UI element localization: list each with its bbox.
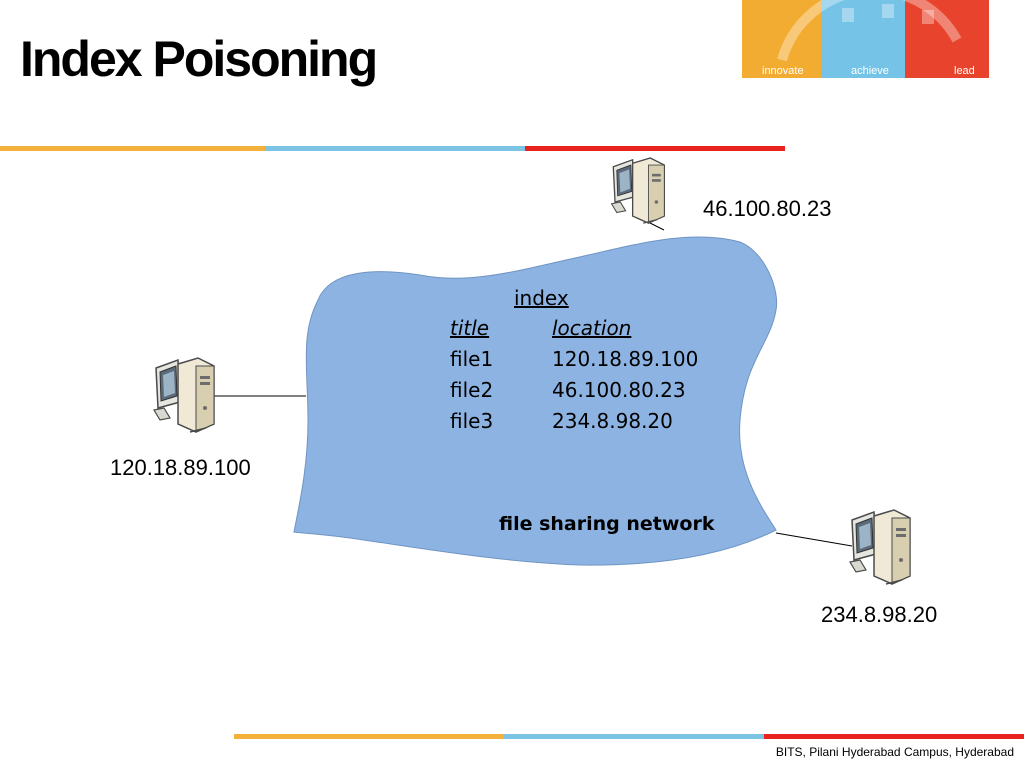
logo-panel-blue (821, 0, 905, 78)
file-sharing-network-cloud (293, 236, 778, 566)
ip-label-bottom-right-host: 234.8.98.20 (821, 602, 938, 627)
index-row-title: file2 (450, 378, 494, 402)
index-row-location: 46.100.80.23 (552, 378, 686, 402)
slide-title: Index Poisoning (20, 31, 378, 87)
ip-label-left-host: 120.18.89.100 (110, 455, 251, 480)
index-row-title: file1 (450, 347, 494, 371)
header-rule-orange (0, 146, 265, 151)
logo-panel-orange (742, 0, 821, 78)
index-heading: index (514, 286, 569, 310)
computer-icon-top (610, 157, 665, 224)
innovate-achieve-lead-logo: innovate achieve lead (742, 0, 989, 78)
computer-icon-bottom-right (849, 509, 911, 585)
footer-rule-red (764, 734, 1024, 739)
footer-rule-orange (234, 734, 504, 739)
header-rule-red (525, 146, 785, 151)
logo-word-innovate: innovate (762, 65, 804, 77)
logo-panel-red (905, 0, 989, 78)
ip-label-top-host: 46.100.80.23 (703, 196, 832, 221)
logo-word-lead: lead (954, 65, 975, 77)
link-right-host (775, 532, 853, 547)
gear-icon (777, 0, 962, 62)
gear-teeth (842, 4, 934, 24)
index-column-title: title (450, 316, 490, 340)
index-column-location: location (552, 316, 632, 340)
index-row-title: file3 (450, 409, 494, 433)
footer-rule-blue (504, 734, 764, 739)
network-label: file sharing network (499, 513, 715, 535)
logo-word-achieve: achieve (851, 65, 889, 77)
footer-institution: BITS, Pilani Hyderabad Campus, Hyderabad (775, 745, 1014, 759)
index-row-location: 120.18.89.100 (552, 347, 699, 371)
index-row-location: 234.8.98.20 (552, 409, 673, 433)
header-rule-blue (265, 146, 525, 151)
computer-icon-left (153, 357, 215, 433)
